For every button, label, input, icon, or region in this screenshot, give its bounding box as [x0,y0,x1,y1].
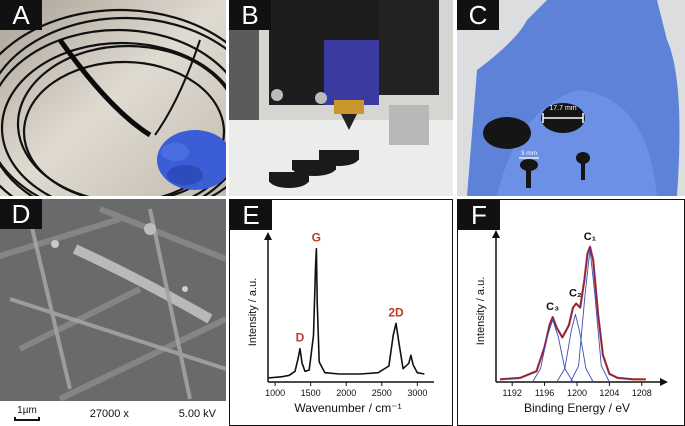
spectrum-line [267,247,425,379]
fit-component-line [556,313,594,383]
peak-label: D [296,331,305,345]
panel-label: F [458,200,500,230]
printer-illustration [229,0,453,196]
scale-bar: 1µm [14,406,40,421]
x-axis-label: Wavenumber / cm⁻¹ [294,401,401,415]
x-tick-label: 2000 [336,388,356,398]
y-axis-arrow [492,230,500,238]
panel-b-printer-photo: B [229,0,453,196]
x-tick-label: 1204 [599,388,619,398]
x-tick-label: 1208 [632,388,652,398]
x-tick-label: 2500 [372,388,392,398]
voltage: 5.00 kV [178,407,216,420]
x-tick-label: 1200 [567,388,587,398]
panel-label: D [0,199,42,229]
x-axis-label: Binding Energy / eV [524,401,630,415]
peak-label: 2D [388,305,404,319]
y-axis-label: Intensity / a.u. [475,277,487,345]
y-axis-arrow [264,232,272,240]
panel-c-electrodes-photo: 17.7 mm 3 mm C [457,0,685,196]
y-axis-label: Intensity / a.u. [247,278,259,346]
x-tick-label: 3000 [407,388,427,398]
x-tick-label: 1196 [535,388,554,398]
spectrum-line [499,245,646,381]
panel-label: C [457,0,499,30]
fit-component-line [570,249,610,383]
x-axis-arrow [660,378,668,386]
peak-label: C₂ [569,288,582,300]
magnification: 27000 x [89,407,129,420]
peak-label: C₃ [546,301,559,313]
panel-a-filament-photo: A [0,0,226,196]
panel-label: B [229,0,271,30]
panel-label: E [230,200,272,230]
peak-label: C₁ [584,231,597,243]
sem-info-bar: 1µm 27000 x 5.00 kV [0,401,226,426]
peak-label: G [312,231,321,245]
glove-electrodes-illustration: 17.7 mm 3 mm [457,0,685,196]
sem-micrograph [0,199,226,402]
dimension-small: 3 mm [521,150,537,157]
panel-d-sem-image: 1µm 27000 x 5.00 kV D [0,199,226,426]
panel-label: A [0,0,42,30]
dimension-large: 17.7 mm [549,105,576,112]
glove-hand [157,130,226,190]
x-tick-label: 1500 [301,388,321,398]
scale-label: 1µm [17,405,37,416]
filament-coil-illustration [0,0,226,196]
envelope-line [499,246,646,380]
x-tick-label: 1192 [503,388,522,398]
x-tick-label: 1000 [265,388,285,398]
